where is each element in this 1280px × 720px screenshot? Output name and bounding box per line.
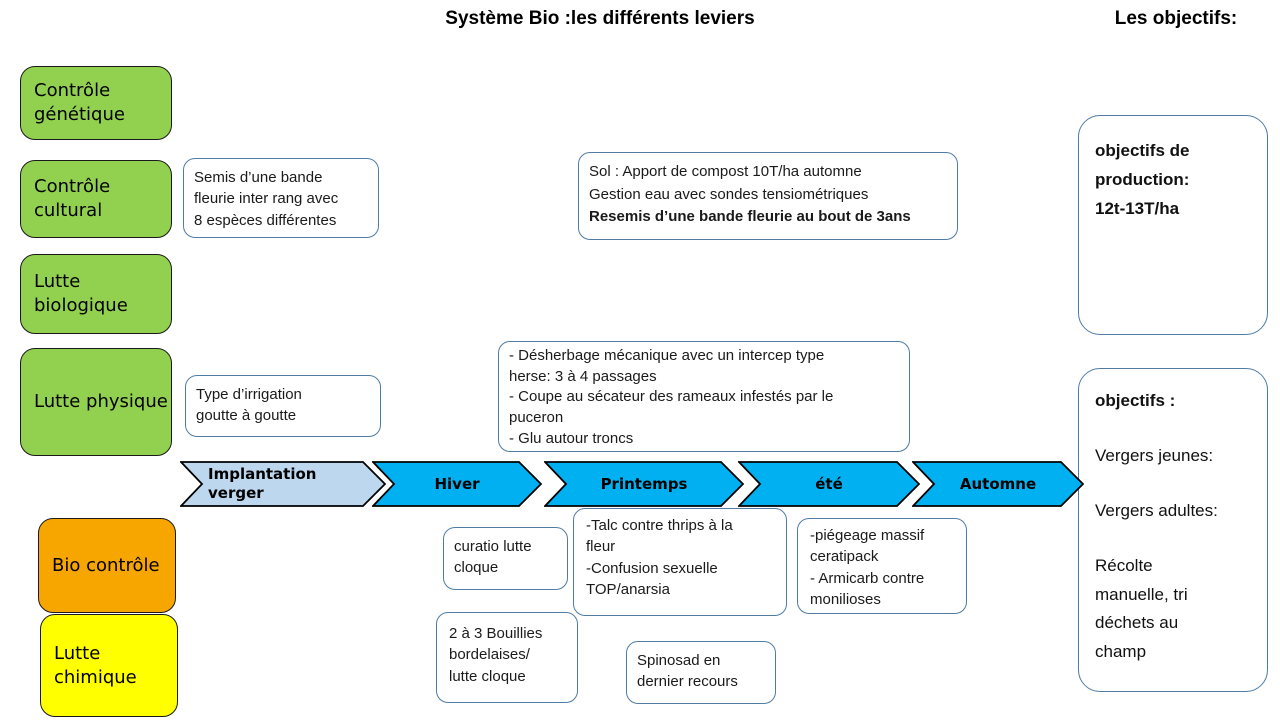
lever-label: Bio contrôle bbox=[52, 554, 160, 576]
timeline-stage-label: Hiver bbox=[434, 474, 480, 493]
objectives-production-box: objectifs de production: 12t-13T/ha bbox=[1078, 115, 1268, 335]
lever-controle-genetique: Contrôle génétique bbox=[20, 66, 172, 140]
slide-title: Système Bio :les différents leviers bbox=[445, 8, 755, 29]
note-spinosad: Spinosad en dernier recours bbox=[626, 641, 776, 704]
chevron-arrow-icon bbox=[912, 461, 1084, 507]
chevron-shape bbox=[544, 461, 744, 507]
chevron-shape bbox=[912, 461, 1084, 507]
lever-controle-cultural: Contrôle cultural bbox=[20, 160, 172, 238]
chevron-arrow-icon bbox=[738, 461, 920, 507]
objective-vergers-jeunes: Vergers jeunes: bbox=[1095, 445, 1214, 465]
chevron-arrow-icon bbox=[544, 461, 744, 507]
timeline-stage-automne: Automne bbox=[912, 461, 1084, 507]
lever-label: Contrôle génétique bbox=[34, 80, 125, 125]
timeline-stage-ete: été bbox=[738, 461, 920, 507]
timeline-stage-printemps: Printemps bbox=[544, 461, 744, 507]
note-sol-regular-lines: Sol : Apport de compost 10T/ha automne G… bbox=[589, 163, 869, 203]
note-piegeage-armicarb: -piégeage massif ceratipack - Armicarb c… bbox=[797, 518, 967, 614]
lever-lutte-biologique: Lutte biologique bbox=[20, 254, 172, 334]
note-semis-bande-fleurie: Semis d’une bande fleurie inter rang ave… bbox=[183, 158, 379, 238]
objectives-detail-heading: objectifs : bbox=[1095, 391, 1176, 410]
note-sol-bold-line: Resemis d’une bande fleurie au bout de 3… bbox=[589, 208, 911, 225]
chevron-shape bbox=[180, 461, 386, 507]
objective-recolte: Récolte manuelle, tri déchets au champ bbox=[1095, 555, 1188, 662]
lever-lutte-chimique: Lutte chimique bbox=[40, 614, 178, 717]
timeline-stage-hiver: Hiver bbox=[372, 461, 542, 507]
lever-label: Lutte physique bbox=[34, 391, 168, 413]
timeline-stage-label: Printemps bbox=[600, 474, 688, 493]
note-bouillies-bordelaises: 2 à 3 Bouillies bordelaises/ lutte cloqu… bbox=[436, 612, 578, 703]
lever-label: Lutte biologique bbox=[34, 271, 128, 316]
lever-label: Lutte chimique bbox=[54, 642, 137, 688]
chevron-arrow-icon bbox=[372, 461, 542, 507]
note-sol-compost: Sol : Apport de compost 10T/ha automne G… bbox=[578, 152, 958, 240]
timeline-stage-implantation-verger: Implantation verger bbox=[180, 461, 386, 507]
timeline-stage-label: été bbox=[815, 474, 843, 493]
timeline-stage-label: Automne bbox=[959, 474, 1037, 493]
timeline-stage-label: Implantation verger bbox=[208, 465, 317, 502]
note-curatio-cloque: curatio lutte cloque bbox=[443, 527, 568, 590]
objective-vergers-adultes: Vergers adultes: bbox=[1095, 500, 1218, 520]
lever-label: Contrôle cultural bbox=[34, 176, 111, 221]
chevron-arrow-icon bbox=[180, 461, 386, 507]
chevron-shape bbox=[372, 461, 542, 507]
note-talc-confusion: -Talc contre thrips à la fleur -Confusio… bbox=[573, 508, 787, 616]
lever-lutte-physique: Lutte physique bbox=[20, 348, 172, 456]
chevron-shape bbox=[738, 461, 920, 507]
objectives-heading: Les objectifs: bbox=[1114, 8, 1238, 29]
note-desherbage-mecanique: - Désherbage mécanique avec un intercep … bbox=[498, 341, 910, 452]
objectives-detail-box: objectifs : Vergers jeunes: Vergers adul… bbox=[1078, 368, 1268, 692]
note-irrigation: Type d’irrigation goutte à goutte bbox=[185, 375, 381, 437]
lever-bio-controle: Bio contrôle bbox=[38, 518, 176, 613]
